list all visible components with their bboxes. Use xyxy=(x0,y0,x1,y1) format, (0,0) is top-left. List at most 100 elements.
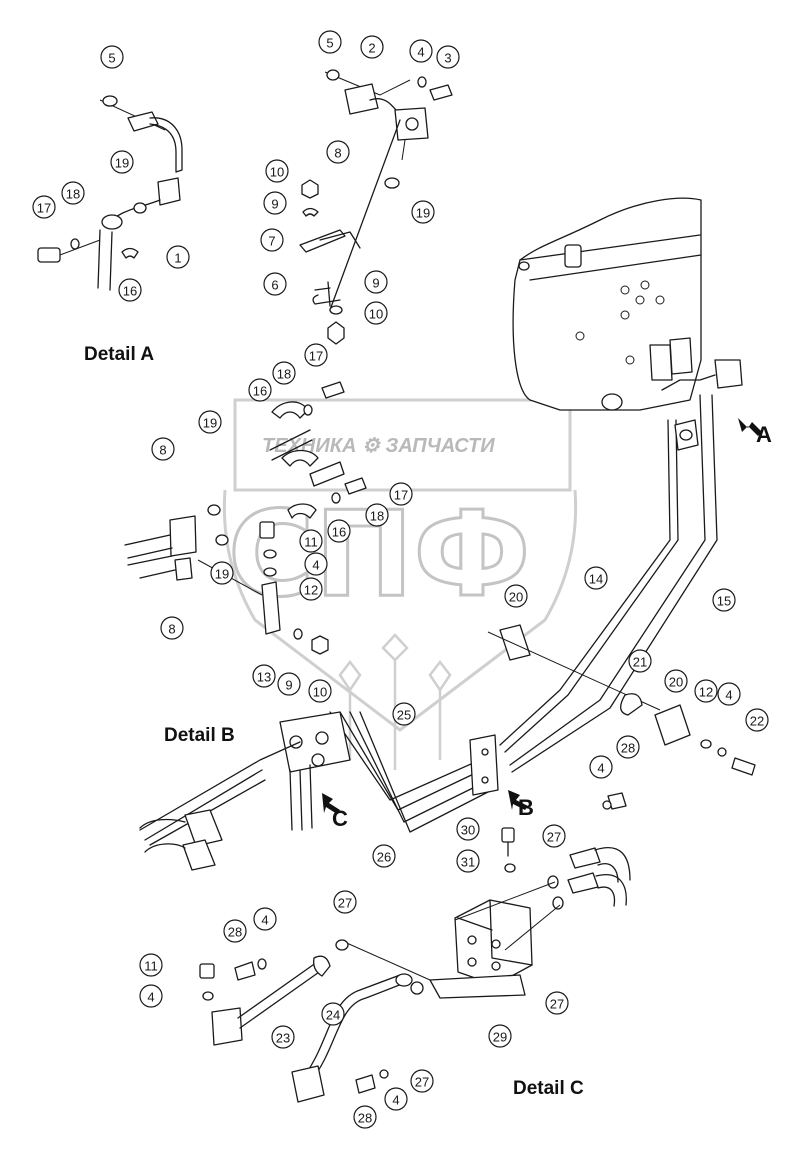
callout-number: 11 xyxy=(304,535,318,550)
callout-3: 3 xyxy=(436,45,460,69)
callout-17: 17 xyxy=(389,482,413,506)
callout-24: 24 xyxy=(321,1002,345,1026)
callout-number: 27 xyxy=(338,896,352,911)
callout-number: 4 xyxy=(597,761,604,776)
callout-18: 18 xyxy=(61,181,85,205)
pipes-14-15 xyxy=(499,394,718,773)
callout-14: 14 xyxy=(584,566,608,590)
callout-number: 9 xyxy=(285,678,292,693)
callout-number: 22 xyxy=(750,714,764,729)
callout-12: 12 xyxy=(694,679,718,703)
callout-number: 3 xyxy=(444,51,451,66)
callout-number: 7 xyxy=(268,234,275,249)
callout-21: 21 xyxy=(628,649,652,673)
hydraulic-tank xyxy=(512,197,743,411)
callout-4: 4 xyxy=(253,907,277,931)
callout-number: 16 xyxy=(253,384,267,399)
callout-31: 31 xyxy=(456,849,480,873)
callout-8: 8 xyxy=(151,437,175,461)
callout-number: 20 xyxy=(669,675,683,690)
arrow-b-label: B xyxy=(518,795,534,820)
callout-number: 19 xyxy=(115,156,129,171)
callout-number: 20 xyxy=(509,590,523,605)
callout-number: 4 xyxy=(261,913,268,928)
detail-c-upper-assembly xyxy=(139,711,351,871)
callout-number: 16 xyxy=(123,284,137,299)
callout-9: 9 xyxy=(364,270,388,294)
callout-4: 4 xyxy=(139,984,163,1008)
callout-number: 2 xyxy=(368,41,375,56)
detail-a-label: Detail A xyxy=(84,344,154,365)
callout-number: 8 xyxy=(159,443,166,458)
arrow-b: B xyxy=(508,790,534,820)
clamp-parts-right xyxy=(487,624,756,776)
callout-number: 24 xyxy=(326,1008,340,1023)
arrow-c: C xyxy=(322,793,348,831)
callout-number: 4 xyxy=(392,1093,399,1108)
callout-number: 28 xyxy=(621,741,635,756)
callout-4: 4 xyxy=(384,1087,408,1111)
callout-27: 27 xyxy=(545,991,569,1015)
callout-number: 5 xyxy=(108,51,115,66)
callout-number: 15 xyxy=(717,594,731,609)
callout-number: 23 xyxy=(276,1031,290,1046)
callout-16: 16 xyxy=(248,378,272,402)
watermark-text: ТЕХНИКА ⚙ ЗАПЧАСТИ xyxy=(262,435,495,457)
callout-number: 10 xyxy=(313,685,327,700)
callout-15: 15 xyxy=(712,588,736,612)
callout-number: 31 xyxy=(461,855,475,870)
callout-number: 1 xyxy=(174,251,181,266)
callout-20: 20 xyxy=(664,669,688,693)
callout-19: 19 xyxy=(110,150,134,174)
detail-c-label: Detail C xyxy=(513,1078,584,1099)
callout-10: 10 xyxy=(364,301,388,325)
callout-13: 13 xyxy=(252,664,276,688)
upper-bracket-assembly xyxy=(299,69,453,345)
callout-9: 9 xyxy=(277,672,301,696)
callout-number: 16 xyxy=(332,525,346,540)
callout-number: 10 xyxy=(270,165,284,180)
detail-b-assembly xyxy=(124,381,367,655)
callout-number: 19 xyxy=(203,416,217,431)
callout-28: 28 xyxy=(353,1105,377,1129)
arrow-a: A xyxy=(738,418,772,447)
callout-10: 10 xyxy=(265,159,289,183)
callout-5: 5 xyxy=(318,30,342,54)
callout-number: 17 xyxy=(394,488,408,503)
callout-number: 28 xyxy=(228,925,242,940)
callout-9: 9 xyxy=(263,191,287,215)
callout-4: 4 xyxy=(409,39,433,63)
callout-4: 4 xyxy=(717,682,741,706)
callout-number: 17 xyxy=(309,349,323,364)
callout-number: 8 xyxy=(168,622,175,637)
callout-7: 7 xyxy=(260,228,284,252)
detail-b-label: Detail B xyxy=(164,725,235,746)
callout-19: 19 xyxy=(198,410,222,434)
callout-number: 30 xyxy=(461,823,475,838)
callout-8: 8 xyxy=(326,140,350,164)
callout-number: 25 xyxy=(397,708,411,723)
callout-19: 19 xyxy=(411,200,435,224)
callout-number: 27 xyxy=(415,1075,429,1090)
callout-number: 26 xyxy=(377,850,391,865)
callout-2: 2 xyxy=(360,35,384,59)
callout-23: 23 xyxy=(271,1025,295,1049)
detail-a-assembly xyxy=(37,95,183,291)
callout-number: 14 xyxy=(589,572,603,587)
callout-17: 17 xyxy=(304,343,328,367)
callout-30: 30 xyxy=(456,817,480,841)
callout-number: 18 xyxy=(66,187,80,202)
lower-lines xyxy=(329,711,499,833)
callout-number: 18 xyxy=(370,509,384,524)
callout-18: 18 xyxy=(365,503,389,527)
callout-27: 27 xyxy=(410,1069,434,1093)
callout-6: 6 xyxy=(263,272,287,296)
callout-19: 19 xyxy=(210,561,234,585)
callout-17: 17 xyxy=(32,195,56,219)
callout-number: 29 xyxy=(493,1030,507,1045)
callout-8: 8 xyxy=(160,616,184,640)
callout-22: 22 xyxy=(745,708,769,732)
callout-25: 25 xyxy=(392,702,416,726)
callout-number: 12 xyxy=(304,583,318,598)
